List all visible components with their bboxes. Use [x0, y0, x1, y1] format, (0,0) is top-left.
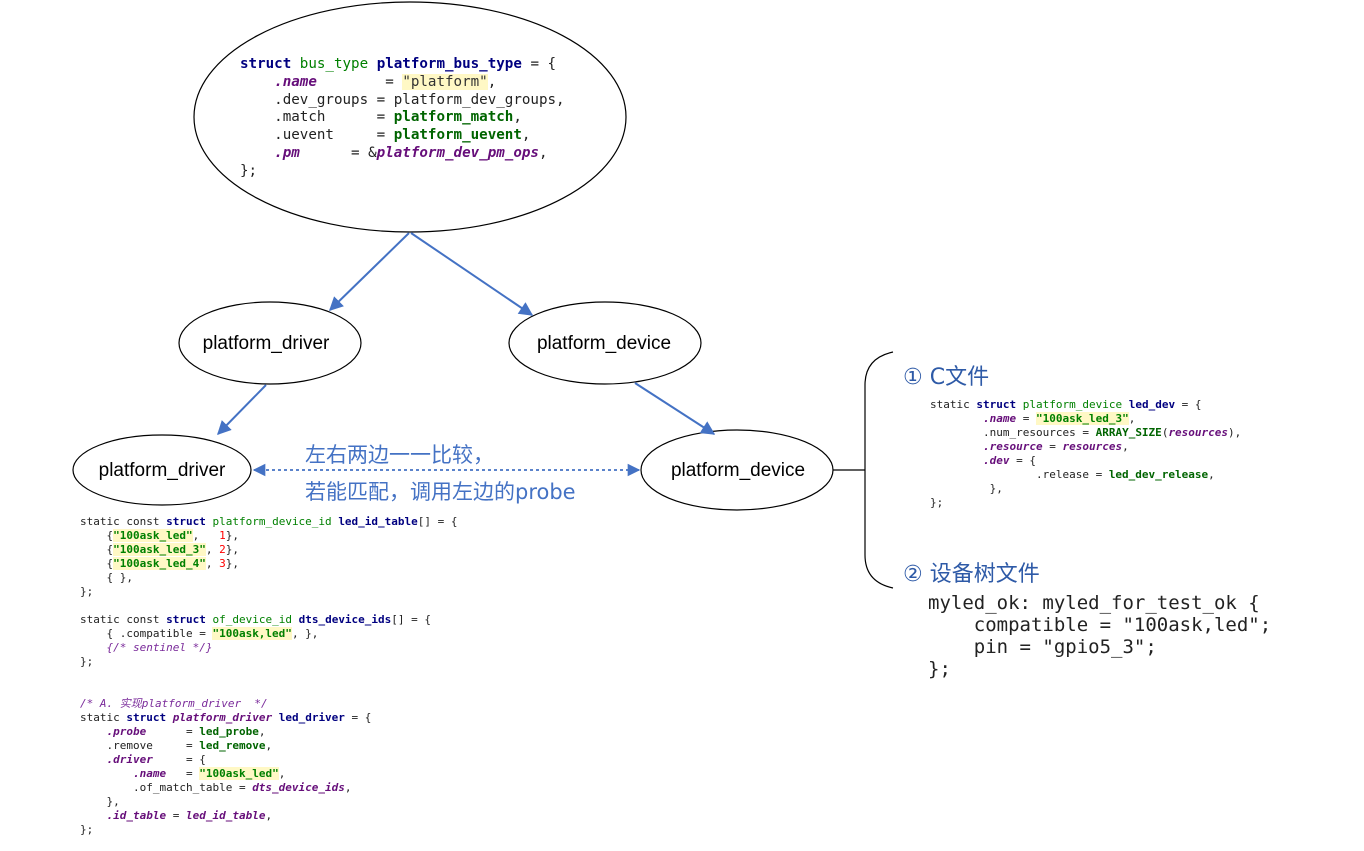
bus-code-line: .match = platform_match,: [240, 109, 522, 126]
bus-type-ellipse: [193, 1, 627, 233]
driver-code-line: {"100ask_led_4", 3},: [80, 557, 239, 570]
driver-code-line: static struct platform_driver led_driver…: [80, 711, 372, 724]
driver-code-line: [80, 669, 458, 683]
section-c-file-title: ① C文件: [903, 365, 990, 390]
driver-code-line: },: [80, 795, 120, 808]
brace: [864, 351, 894, 589]
device-code-line: .resource = resources,: [982, 440, 1129, 453]
bus-code-line: .name = "platform",: [274, 73, 497, 90]
driver-code-line: {"100ask_led", 1},: [80, 529, 239, 542]
driver-code-line: { .compatible = "100ask,led", },: [80, 627, 319, 640]
device-code-line: static struct platform_device led_dev = …: [930, 398, 1202, 411]
dts-code-line: compatible = "100ask,led";: [928, 614, 1272, 636]
bus-code-line: struct bus_type platform_bus_type = {: [240, 56, 557, 72]
bus-type-code: struct bus_type platform_bus_type = { .n…: [240, 56, 565, 181]
arrow-driver-down: [217, 384, 267, 436]
dts-code: myled_ok: myled_for_test_ok { compatible…: [928, 592, 1271, 680]
top-driver-label: platform_driver: [202, 333, 330, 354]
bus-code-line: .pm = &platform_dev_pm_ops,: [274, 144, 548, 161]
top-driver-ellipse: [178, 301, 362, 385]
top-device-ellipse: [508, 301, 702, 385]
arrow-bus-to-driver: [328, 232, 410, 311]
driver-code-line: .remove = led_remove,: [80, 739, 273, 752]
dts-code-line: };: [928, 658, 951, 680]
device-code-line: .release = led_dev_release,: [930, 468, 1215, 481]
driver-code-line: static const struct platform_device_id l…: [80, 515, 458, 528]
driver-code-line: };: [80, 823, 94, 836]
device-code-line: .num_resources = ARRAY_SIZE(resources),: [930, 426, 1242, 439]
arrow-bus-to-device: [410, 232, 534, 316]
bottom-device-label: platform_device: [670, 460, 806, 481]
driver-code-line: [80, 599, 458, 613]
driver-code-line: };: [80, 585, 94, 598]
device-code-line: },: [930, 482, 1003, 495]
device-code-line: };: [930, 496, 944, 509]
device-code-line: .dev = {: [982, 454, 1036, 467]
driver-code-line: { },: [80, 571, 133, 584]
bus-code-line: .uevent = platform_uevent,: [240, 127, 531, 144]
driver-code-line: {/* sentinel */}: [106, 641, 213, 654]
bottom-driver-ellipse: [72, 434, 252, 506]
driver-code-line: .probe = led_probe,: [106, 725, 266, 738]
dts-code-line: myled_ok: myled_for_test_ok {: [928, 592, 1260, 614]
match-text-line1: 左右两边一一比较，: [305, 443, 494, 467]
bottom-driver-label: platform_driver: [98, 460, 226, 481]
bus-code-line: .dev_groups = platform_dev_groups,: [240, 91, 565, 108]
arrow-device-down: [634, 382, 716, 435]
driver-code-line: .of_match_table = dts_device_ids,: [80, 781, 352, 794]
match-text-line2: 若能匹配，调用左边的probe: [305, 480, 576, 504]
top-device-label: platform_device: [536, 333, 672, 354]
driver-code-line: /* A. 实现platform_driver */: [80, 697, 268, 710]
driver-code-line: [80, 683, 458, 697]
driver-code-line: .name = "100ask_led",: [132, 767, 286, 780]
driver-code-line: .driver = {: [106, 753, 206, 766]
driver-code-line: static const struct of_device_id dts_dev…: [80, 613, 432, 626]
driver-code-line: {"100ask_led_3", 2},: [80, 543, 239, 556]
driver-code-line: };: [80, 655, 94, 668]
driver-code-line: .id_table = led_id_table,: [106, 809, 273, 822]
driver-code: static const struct platform_device_id l…: [80, 515, 458, 837]
device-code-line: .name = "100ask_led_3",: [982, 412, 1136, 425]
device-code: static struct platform_device led_dev = …: [930, 398, 1241, 510]
dts-code-line: pin = "gpio5_3";: [928, 636, 1157, 658]
section-dts-file-title: ② 设备树文件: [903, 562, 1040, 587]
bus-code-line: };: [240, 162, 258, 179]
